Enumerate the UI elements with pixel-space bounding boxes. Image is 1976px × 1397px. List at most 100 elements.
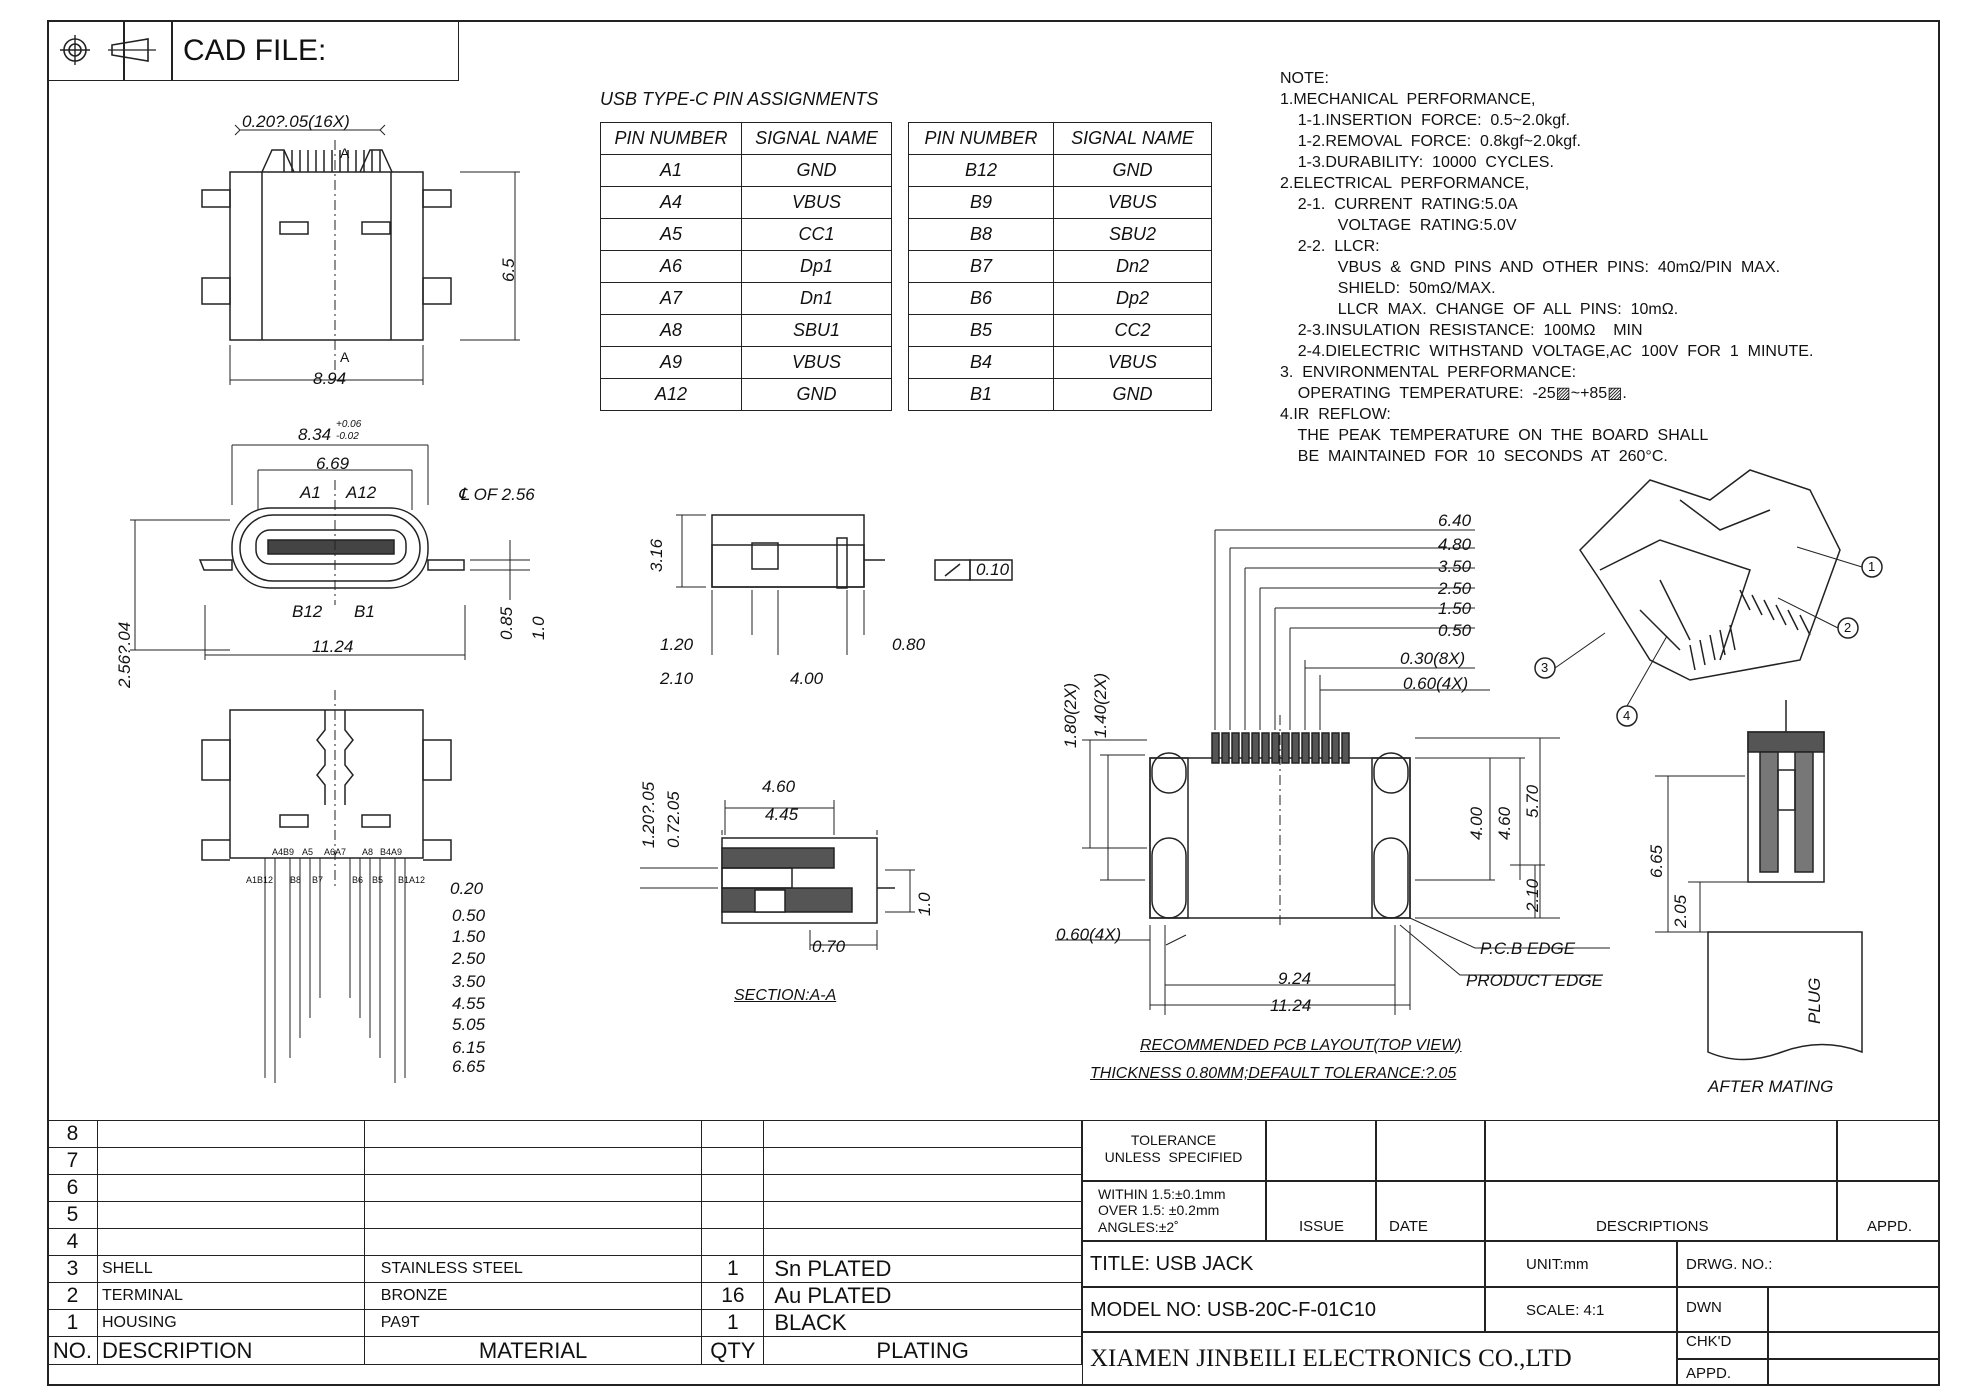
tolerance-angles: ANGLES:±2˚	[1098, 1219, 1179, 1235]
signal-name-cell: GND	[1053, 154, 1212, 187]
note-line: BE MAINTAINED FOR 10 SECONDS AT 260°C.	[1280, 448, 1668, 465]
signal-name-cell: CC2	[1053, 314, 1212, 347]
bottom-pin-label-b6: B6	[352, 875, 364, 885]
bom-no-cell: 7	[47, 1147, 98, 1175]
section-dim-120: 1.20?.05	[639, 781, 658, 848]
side-dim-120: 1.20	[660, 635, 694, 654]
note-line: SHIELD: 50mΩ/MAX.	[1280, 280, 1496, 297]
pcb-dim-570: 5.70	[1523, 784, 1542, 818]
note-line: 2.ELECTRICAL PERFORMANCE,	[1280, 175, 1530, 192]
section-dim-460: 4.60	[762, 777, 796, 796]
front-overall-width-dim: 11.24	[312, 637, 354, 656]
pin-number-header: PIN NUMBER	[908, 122, 1054, 155]
bom-row: 5	[47, 1201, 1082, 1229]
bom-row: 8	[47, 1120, 1082, 1148]
pcb-dim-030: 0.30(8X)	[1400, 649, 1466, 668]
bottom-dim-250: 2.50	[452, 949, 486, 968]
bom-plating-cell	[763, 1174, 1082, 1202]
bom-plating-header: PLATING	[763, 1336, 1082, 1365]
mating-dim-665: 6.65	[1647, 844, 1666, 878]
bottom-pin-label-a6a7: A6A7	[324, 847, 347, 857]
pcb-dim-250: 2.50	[1438, 579, 1472, 598]
signal-name-cell: GND	[1053, 378, 1212, 411]
bom-qty-cell	[701, 1201, 765, 1229]
notes-block: NOTE:1.MECHANICAL PERFORMANCE, 1-1.INSER…	[1280, 68, 1813, 467]
bom-no-cell: 6	[47, 1174, 98, 1202]
note-line: 4.IR REFLOW:	[1280, 406, 1391, 423]
drawing-frame	[47, 20, 1940, 1386]
pcb-dim-050: 0.50	[1438, 621, 1472, 640]
drawn-by-label: DWN	[1686, 1299, 1722, 1316]
bottom-dim-665: 6.65	[452, 1057, 486, 1076]
bom-row: 4	[47, 1228, 1082, 1256]
pcb-width-1124: 11.24	[1270, 996, 1312, 1015]
top-width-dim: 8.94	[313, 369, 347, 388]
note-line: VOLTAGE RATING:5.0V	[1280, 217, 1517, 234]
signal-name-cell: CC1	[741, 218, 892, 251]
side-height-dim: 3.16	[647, 538, 666, 572]
bom-qty-header: QTY	[701, 1336, 765, 1365]
pin-number-header: PIN NUMBER	[600, 122, 742, 155]
bom-qty-cell	[701, 1174, 765, 1202]
pcb-dim-480: 4.80	[1438, 535, 1472, 554]
pin-number-cell: A7	[600, 282, 742, 315]
callout-4: 4	[1623, 708, 1631, 723]
callout-1: 1	[1868, 559, 1876, 574]
bottom-dim-455: 4.55	[452, 994, 486, 1013]
pin-number-cell: B5	[908, 314, 1054, 347]
bottom-dim-350: 3.50	[452, 972, 486, 991]
top-view-pins	[283, 150, 381, 172]
bom-qty-cell: 1	[701, 1309, 765, 1337]
projection-cone-icon	[108, 38, 156, 62]
front-height-dim: 2.56?.04	[115, 621, 134, 688]
bom-plating-cell	[763, 1201, 1082, 1229]
title-block: TOLERANCE UNLESS SPECIFIED WITHIN 1.5:±0…	[1082, 1120, 1940, 1386]
note-line: 1-2.REMOVAL FORCE: 0.8kgf~2.0kgf.	[1280, 133, 1581, 150]
note-line: LLCR MAX. CHANGE OF ALL PINS: 10mΩ.	[1280, 301, 1679, 318]
front-tol-minus: -0.02	[336, 431, 359, 442]
bom-plating-cell: Sn PLATED	[763, 1255, 1082, 1283]
bom-material-cell	[363, 1201, 703, 1229]
pin-number-cell: A1	[600, 154, 742, 187]
product-edge-label: PRODUCT EDGE	[1466, 971, 1603, 990]
note-line: 1.MECHANICAL PERFORMANCE,	[1280, 91, 1536, 108]
signal-name-cell: VBUS	[741, 186, 892, 219]
pin-number-cell: B8	[908, 218, 1054, 251]
bottom-pin-label-a1b12: A1B12	[246, 875, 274, 885]
bottom-dim-050: 0.50	[452, 906, 486, 925]
note-line: 1-3.DURABILITY: 10000 CYCLES.	[1280, 154, 1554, 171]
pin-number-cell: B7	[908, 250, 1054, 283]
bom-no-cell: 3	[47, 1255, 98, 1283]
pin-number-cell: B6	[908, 282, 1054, 315]
pin-number-cell: A8	[600, 314, 742, 347]
model-number: MODEL NO: USB-20C-F-01C10	[1090, 1299, 1376, 1321]
signal-name-cell: VBUS	[741, 346, 892, 379]
after-mating-caption: AFTER MATING	[1708, 1077, 1834, 1096]
signal-name-cell: Dp1	[741, 250, 892, 283]
note-line: 2-4.DIELECTRIC WITHSTAND VOLTAGE,AC 100V…	[1280, 343, 1814, 360]
bom-material-cell	[363, 1147, 703, 1175]
bom-plating-cell: BLACK	[763, 1309, 1082, 1337]
signal-name-header: SIGNAL NAME	[741, 122, 892, 155]
signal-name-cell: GND	[741, 154, 892, 187]
signal-name-cell: Dn1	[741, 282, 892, 315]
bom-row: 6	[47, 1174, 1082, 1202]
side-dim-400: 4.00	[790, 669, 824, 688]
section-view-drawing	[640, 800, 915, 950]
section-dim-072: 0.72.05	[664, 791, 683, 848]
note-line: THE PEAK TEMPERATURE ON THE BOARD SHALL	[1280, 427, 1709, 444]
note-line: OPERATING TEMPERATURE: -25▨~+85▨.	[1280, 385, 1627, 402]
pcb-caption: RECOMMENDED PCB LAYOUT(TOP VIEW)	[1140, 1037, 1462, 1054]
pcb-dim-060: 0.60(4X)	[1403, 674, 1469, 693]
